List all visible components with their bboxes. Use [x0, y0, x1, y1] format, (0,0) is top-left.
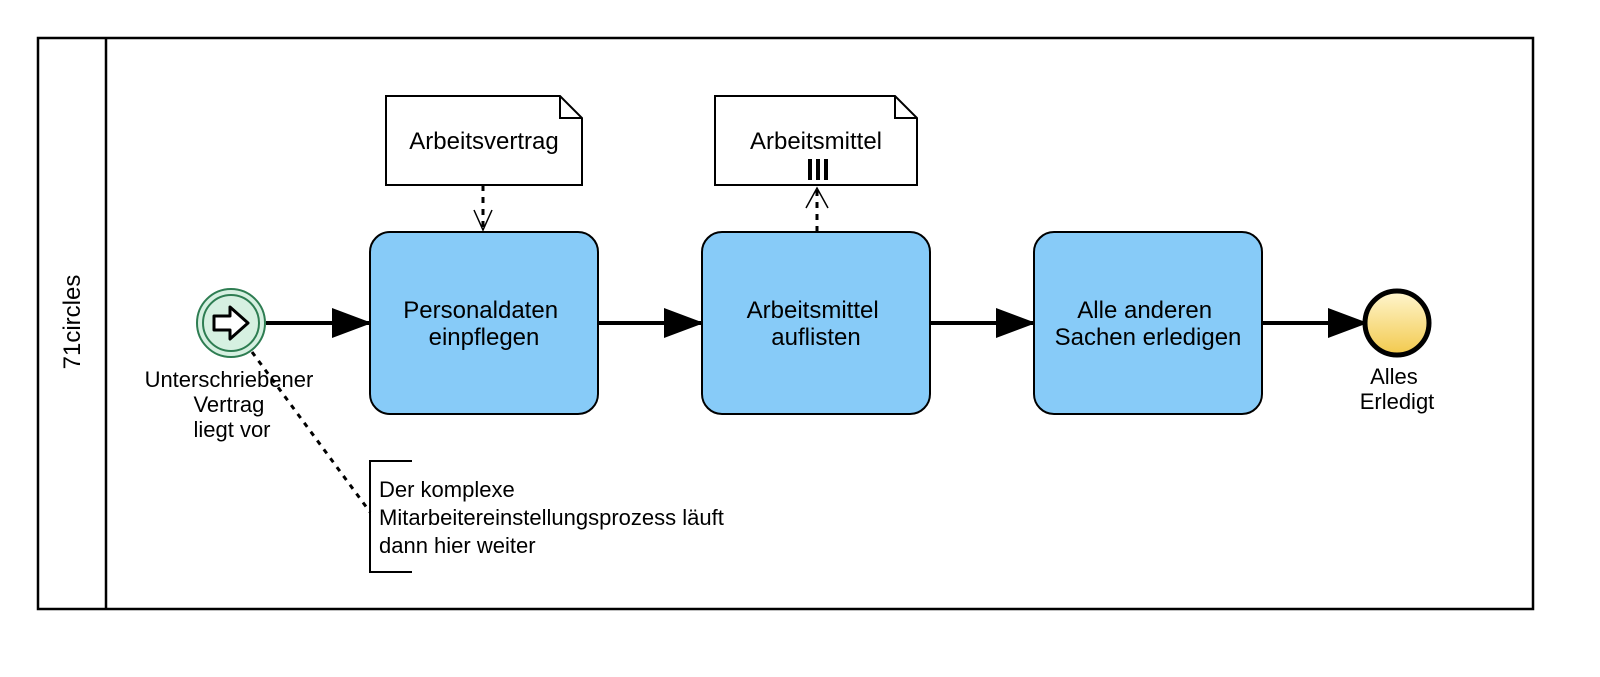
pool-label: 71circles — [59, 275, 86, 370]
annotation-text: Der komplexe Mitarbeitereinstellungsproz… — [379, 477, 730, 558]
data-object-arbeitsvertrag[interactable]: Arbeitsvertrag — [385, 95, 583, 186]
data-association-arbeitsmittel[interactable] — [805, 186, 829, 232]
start-event[interactable] — [196, 288, 266, 358]
task-label: Personaldaten einpflegen — [403, 297, 564, 351]
end-event-label: Alles Erledigt — [1360, 364, 1435, 414]
data-object-label: Arbeitsmittel — [750, 128, 882, 155]
annotation-association[interactable] — [250, 351, 372, 513]
data-object-arbeitsmittel[interactable]: Arbeitsmittel — [714, 95, 918, 186]
task-personaldaten-einpflegen[interactable]: Personaldaten einpflegen — [369, 231, 599, 415]
data-object-label: Arbeitsvertrag — [409, 128, 558, 155]
data-association-arbeitsvertrag[interactable] — [473, 185, 493, 232]
task-label: Alle anderen Sachen erledigen — [1055, 297, 1242, 351]
task-alle-anderen-sachen-erledigen[interactable]: Alle anderen Sachen erledigen — [1033, 231, 1263, 415]
collection-marker-icon — [808, 159, 828, 180]
start-event-label: Unterschriebener Vertrag liegt vor — [145, 367, 320, 442]
end-event[interactable] — [1362, 288, 1432, 358]
task-arbeitsmittel-auflisten[interactable]: Arbeitsmittel auflisten — [701, 231, 931, 415]
arrow-right-icon — [212, 305, 250, 341]
task-label: Arbeitsmittel auflisten — [747, 297, 886, 351]
text-annotation[interactable]: Der komplexe Mitarbeitereinstellungsproz… — [369, 460, 730, 573]
